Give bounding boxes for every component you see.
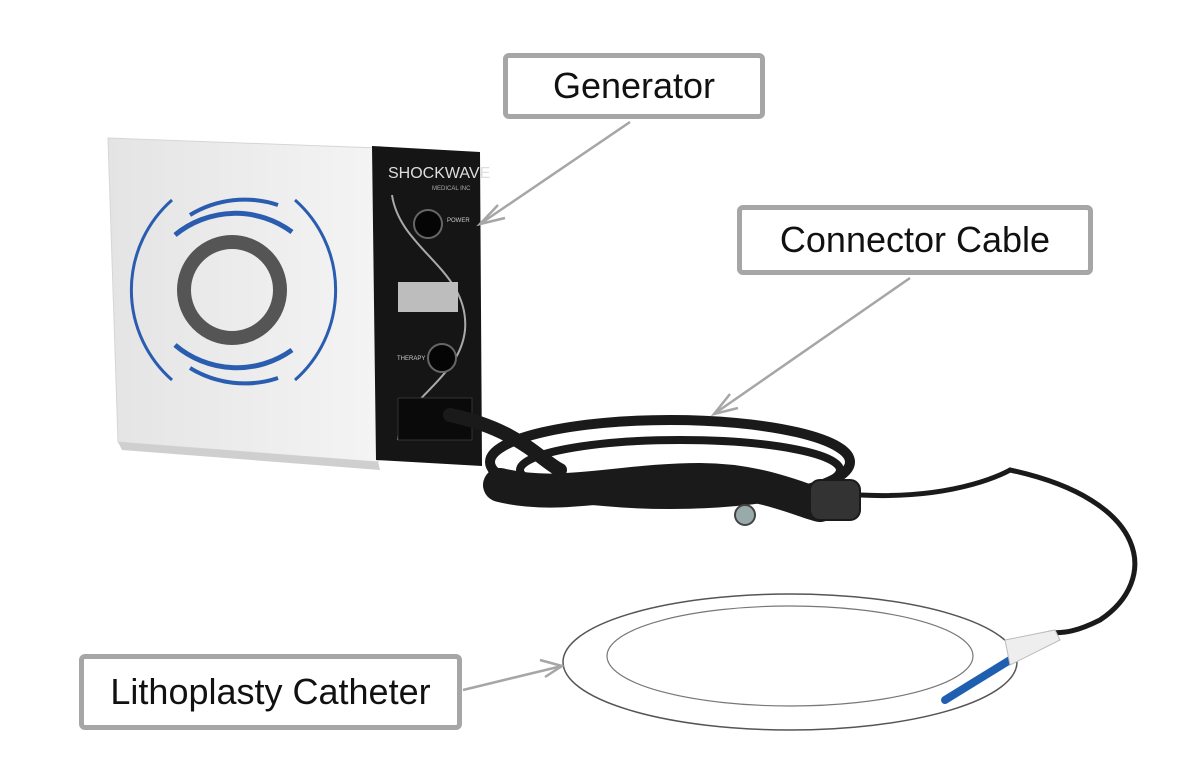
generator-label: Generator (503, 53, 765, 119)
connector-cable-arrow (710, 276, 911, 417)
therapy-button[interactable] (427, 343, 457, 373)
catheter-arrow (462, 658, 566, 692)
catheter-label: Lithoplasty Catheter (79, 654, 462, 730)
generator-brand-sub: MEDICAL INC (432, 186, 471, 192)
callout-arrows (462, 120, 911, 692)
therapy-label: THERAPY (397, 356, 425, 362)
generator-arrow (476, 120, 631, 227)
power-label: POWER (447, 218, 470, 224)
generator-display (398, 282, 458, 312)
generator-brand: SHOCKWAVE (388, 165, 490, 182)
power-button[interactable] (413, 209, 443, 239)
connector-cable-label: Connector Cable (737, 205, 1093, 275)
connector-cable (443, 408, 1138, 636)
shockwave-logo-graphic (129, 197, 338, 386)
lithoplasty-catheter (562, 593, 1061, 731)
generator-unit: SHOCKWAVE MEDICAL INC POWER THERAPY (107, 137, 490, 470)
handle-button (734, 504, 756, 526)
